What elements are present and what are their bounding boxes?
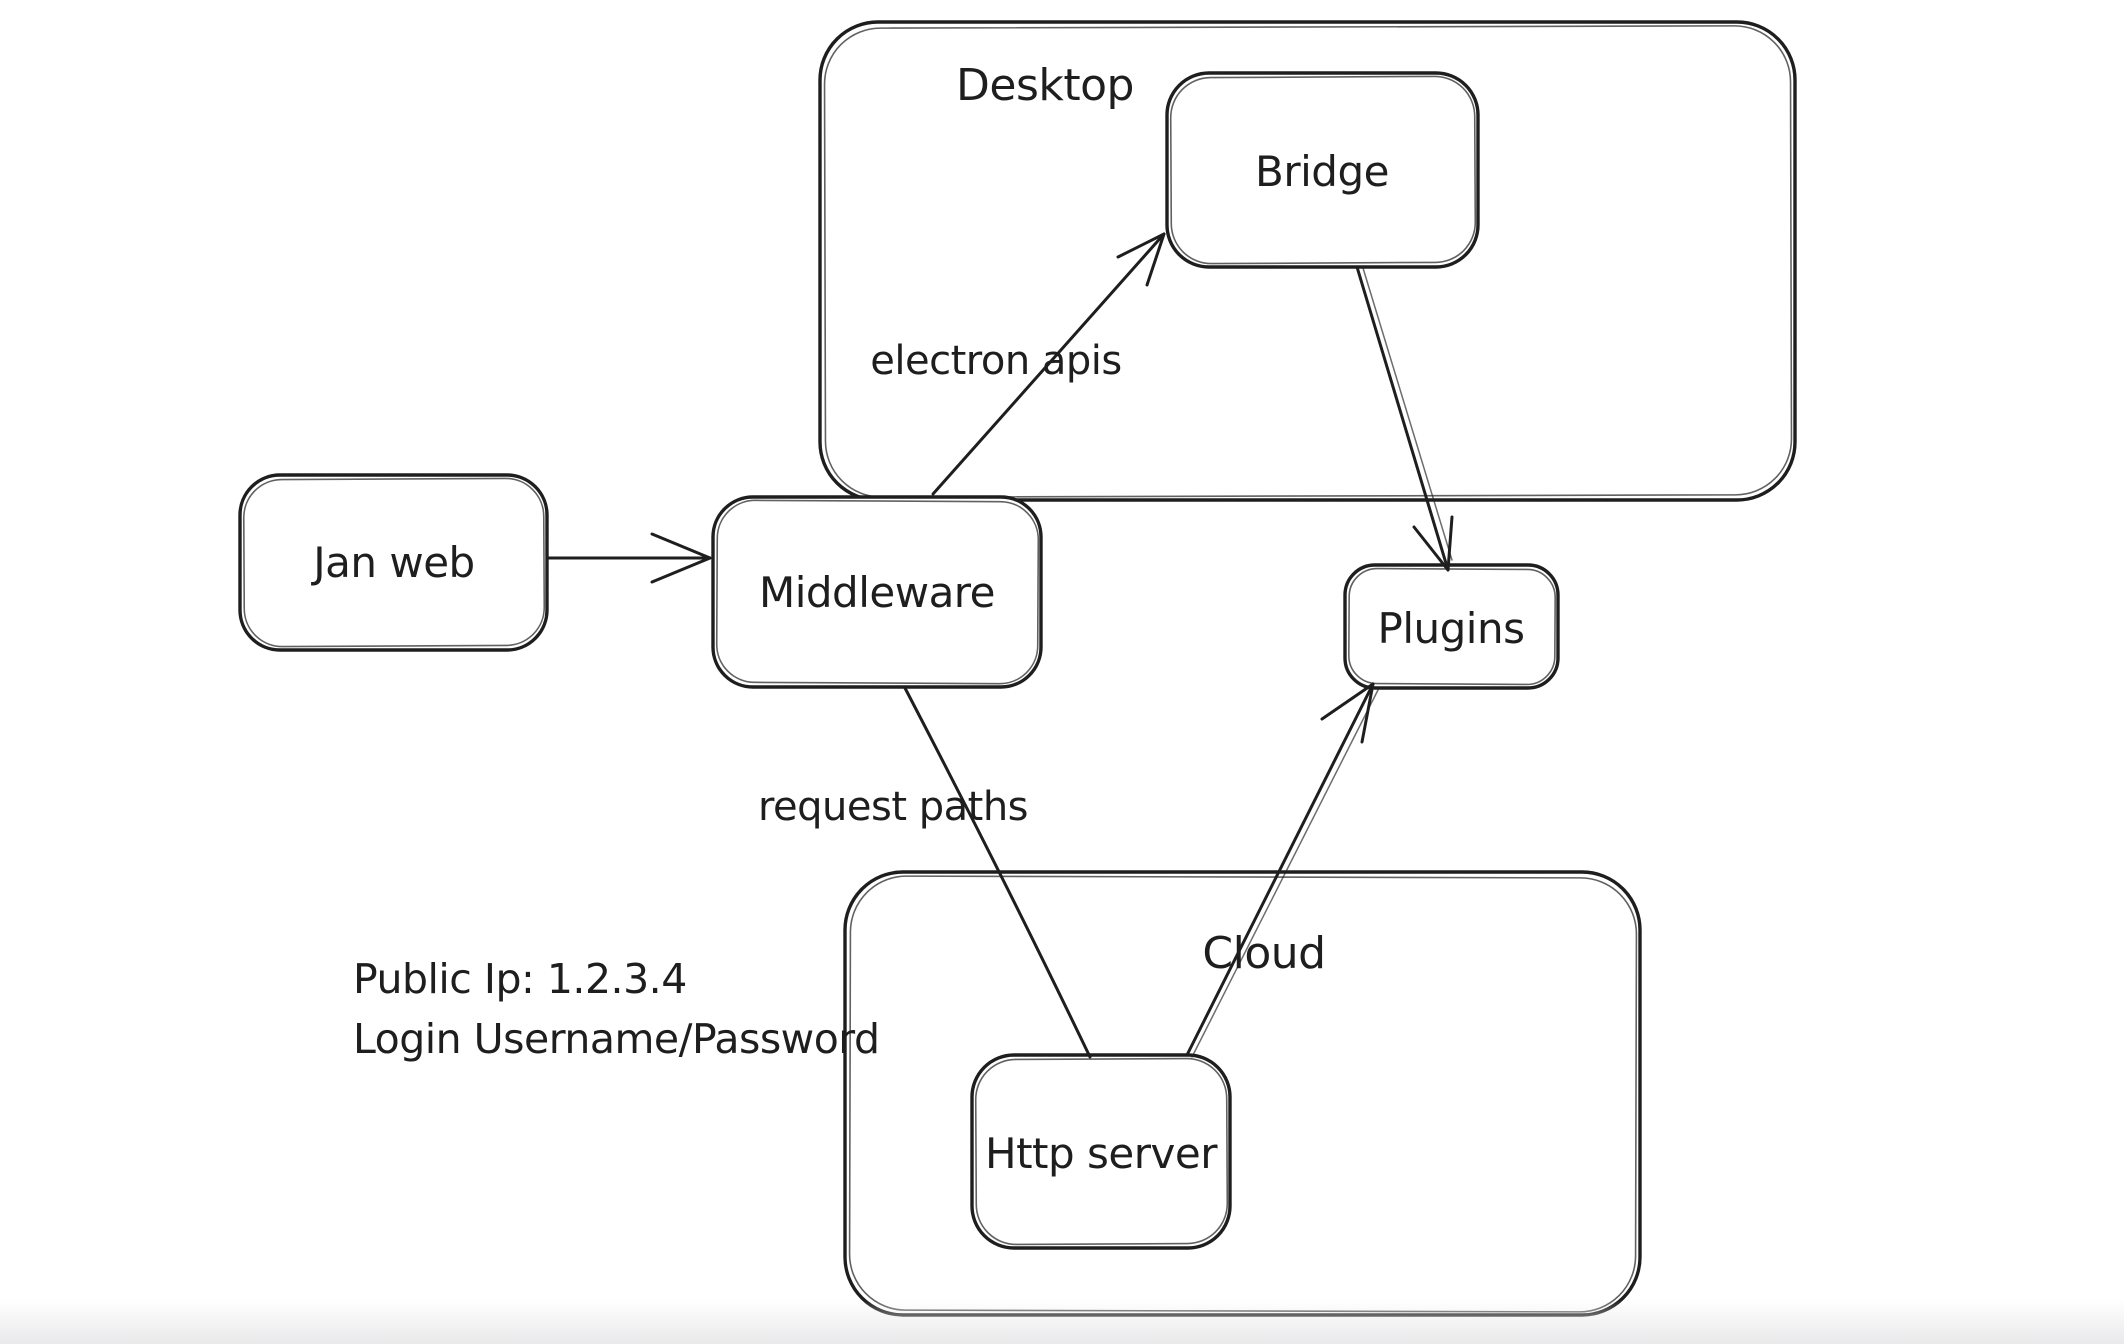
edge-sketch-stroke [1362, 267, 1453, 561]
node-bridge[interactable]: Bridge [1165, 71, 1480, 269]
electron-apis-edge-label[interactable]: electron apis [870, 338, 1122, 384]
node-jan-web[interactable]: Jan web [238, 473, 549, 652]
node-http-server[interactable]: Http server [970, 1053, 1232, 1250]
node-middleware[interactable]: Middleware [711, 495, 1043, 689]
desktop-frame-sketch-stroke [823, 25, 1793, 498]
edge-line[interactable] [903, 686, 1092, 1059]
edge-sketch-stroke [1191, 689, 1379, 1058]
credentials-note[interactable]: Public Ip: 1.2.3.4 Login Username/Passwo… [353, 955, 880, 1063]
node-plugins[interactable]: Plugins [1343, 563, 1560, 690]
edge-middleware-to-bridge[interactable]: electron apis [870, 232, 1166, 496]
middleware-sketch-stroke [715, 499, 1040, 685]
jan-web-label[interactable]: Jan web [310, 538, 475, 587]
container-cloud[interactable]: Cloud [843, 870, 1642, 1317]
cloud-label[interactable]: Cloud [1202, 928, 1326, 979]
middleware-label[interactable]: Middleware [759, 568, 996, 617]
http-server-box[interactable] [970, 1053, 1232, 1250]
edge-jan-web-to-middleware[interactable] [547, 532, 712, 584]
login-note[interactable]: Login Username/Password [353, 1015, 880, 1063]
edge-http-server-to-plugins[interactable] [1185, 682, 1379, 1058]
plugins-label[interactable]: Plugins [1378, 604, 1525, 653]
edge-bridge-to-plugins[interactable] [1355, 265, 1454, 572]
http-server-label[interactable]: Http server [985, 1129, 1219, 1178]
plugins-sketch-stroke [1348, 567, 1556, 686]
arrowhead [1320, 682, 1375, 744]
jan-web-sketch-stroke [242, 477, 546, 648]
middleware-box[interactable] [711, 495, 1043, 689]
http-server-sketch-stroke [974, 1057, 1229, 1246]
request-paths-edge-label[interactable]: request paths [758, 784, 1029, 830]
jan-web-box[interactable] [238, 473, 549, 652]
arrowhead [1412, 515, 1454, 572]
arrowhead [1116, 232, 1166, 287]
bridge-box[interactable] [1165, 71, 1480, 269]
public-ip-note[interactable]: Public Ip: 1.2.3.4 [353, 955, 687, 1003]
bridge-label[interactable]: Bridge [1255, 147, 1389, 196]
edge-line[interactable] [1355, 265, 1450, 572]
arrowhead [650, 532, 712, 584]
desktop-label[interactable]: Desktop [956, 60, 1134, 111]
edge-line[interactable] [931, 232, 1166, 496]
edge-middleware-to-http-server[interactable]: request paths [758, 686, 1092, 1059]
edge-line[interactable] [1185, 682, 1375, 1057]
bridge-sketch-stroke [1169, 75, 1477, 265]
plugins-box[interactable] [1343, 563, 1560, 690]
